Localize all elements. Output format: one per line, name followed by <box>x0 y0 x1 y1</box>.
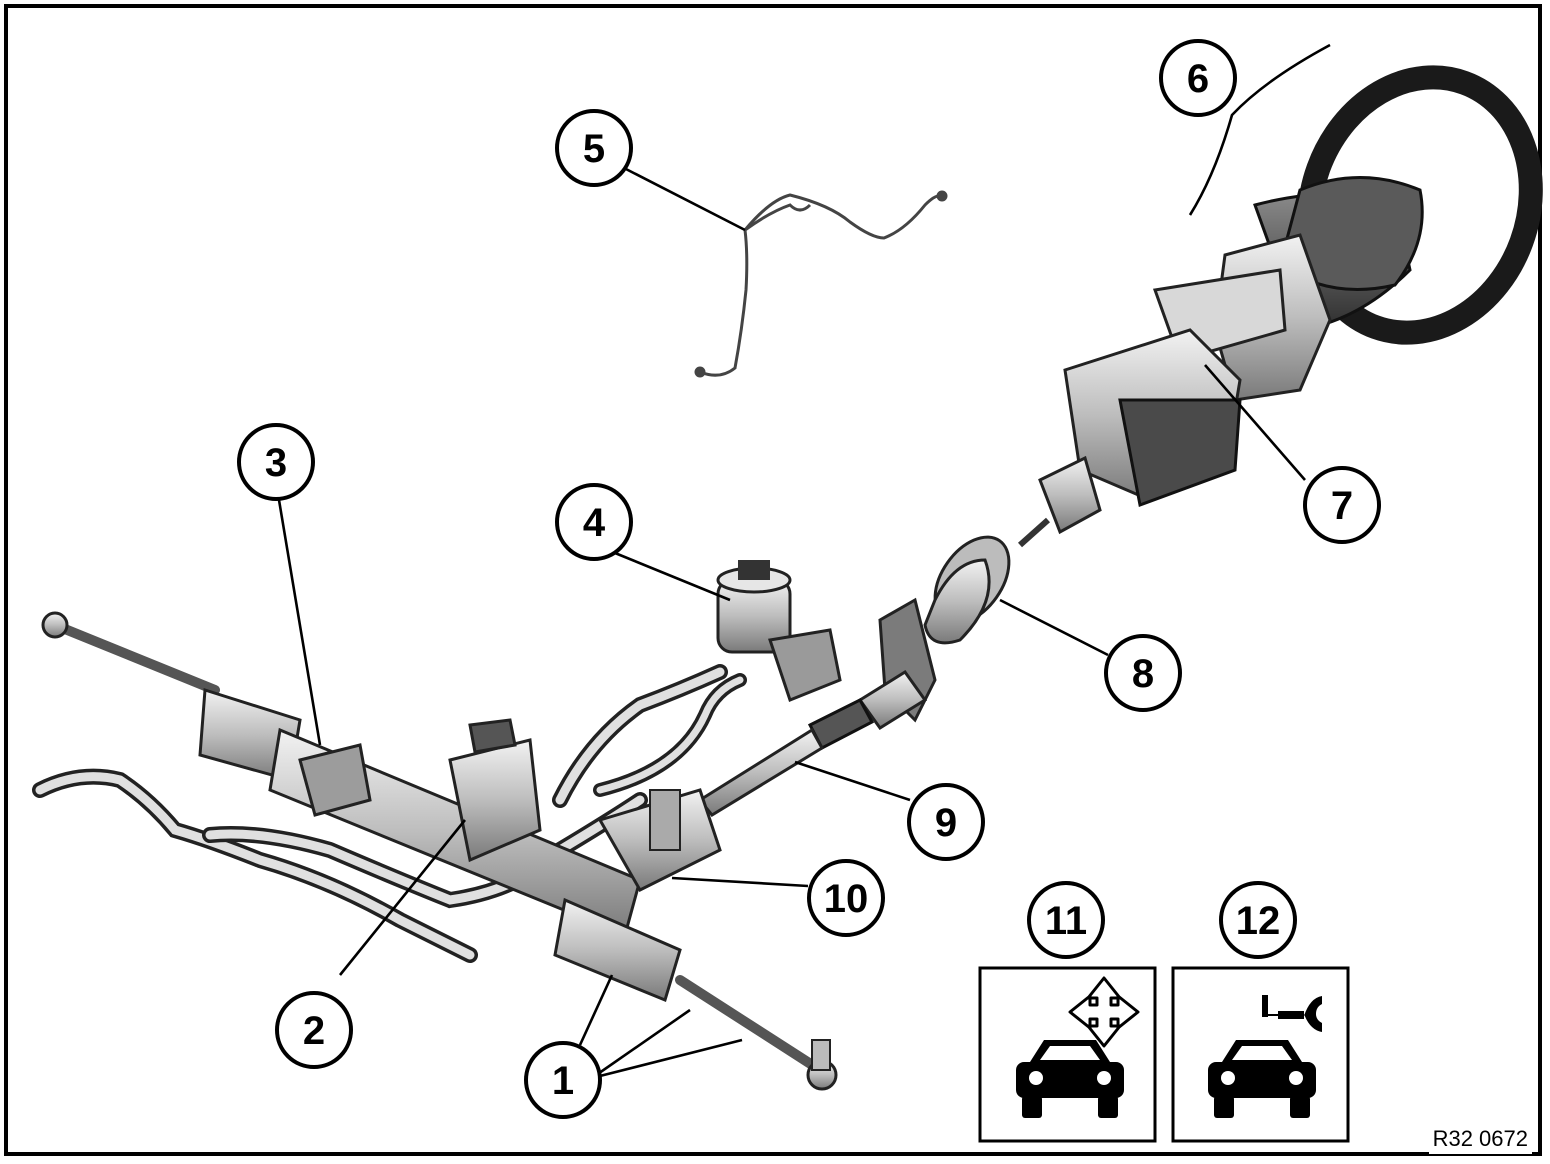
car-icon <box>1016 1040 1124 1118</box>
callout-6: 6 <box>1159 39 1237 117</box>
callout-4: 4 <box>555 483 633 561</box>
steering-column <box>1018 233 1332 548</box>
callout-5-label: 5 <box>583 127 605 171</box>
callout-11: 11 <box>1027 881 1105 959</box>
callout-9: 9 <box>907 783 985 861</box>
figure-reference-code: R32 0672 <box>1428 1124 1532 1154</box>
valve-block <box>298 718 542 863</box>
callout-12: 12 <box>1219 881 1297 959</box>
callout-7-label: 7 <box>1331 484 1353 528</box>
callout-3: 3 <box>237 423 315 501</box>
move-arrows-icon <box>1068 976 1140 1048</box>
callout-3-label: 3 <box>265 441 287 485</box>
callout-1: 1 <box>524 1041 602 1119</box>
wrench-icon <box>1262 995 1322 1032</box>
leader-lines <box>277 43 1331 1080</box>
callout-10-label: 10 <box>824 877 869 921</box>
callout-7: 7 <box>1303 466 1381 544</box>
callout-10: 10 <box>807 859 885 937</box>
callout-4-label: 4 <box>583 501 606 545</box>
hydraulic-hoses <box>32 664 747 963</box>
wiring-harness <box>694 190 948 378</box>
callout-6-label: 6 <box>1187 57 1209 101</box>
pinion-housing <box>597 788 722 892</box>
callout-2: 2 <box>275 991 353 1069</box>
callout-1-label: 1 <box>552 1059 574 1103</box>
callout-11-label: 11 <box>1045 899 1087 943</box>
callout-9-label: 9 <box>935 801 957 845</box>
icon-panel-11 <box>978 966 1157 1143</box>
callout-12-label: 12 <box>1236 899 1281 943</box>
callout-8-label: 8 <box>1132 652 1154 696</box>
fluid-reservoir <box>716 560 842 702</box>
callout-5: 5 <box>555 109 633 187</box>
steering-wheel <box>1253 65 1543 345</box>
car-icon <box>1208 1040 1316 1118</box>
callout-8: 8 <box>1104 634 1182 712</box>
callout-2-label: 2 <box>303 1009 325 1053</box>
icon-panel-12 <box>1171 966 1350 1143</box>
